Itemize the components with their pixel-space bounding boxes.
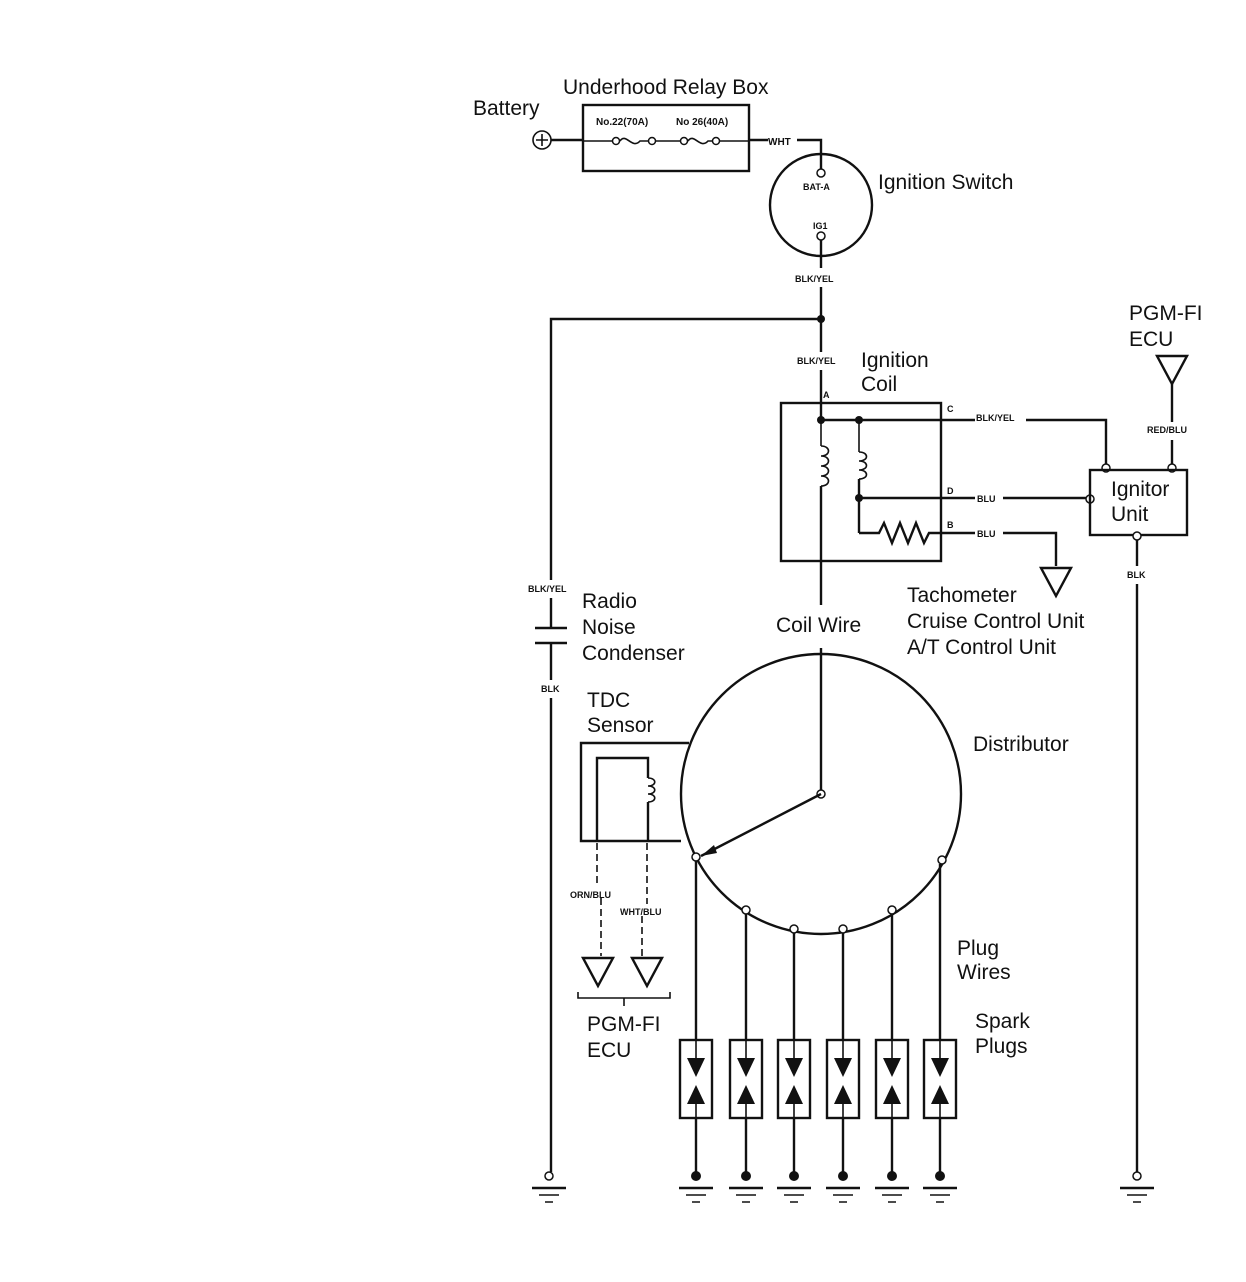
pgmfi-ecu-bottom-triangle-1 xyxy=(580,956,616,989)
radio-noise-condenser xyxy=(535,626,567,645)
blk-yel-wire-label-2: BLK/YEL xyxy=(797,356,836,366)
plug-wires-label-1: Plug xyxy=(957,937,999,960)
spark-plug-set xyxy=(678,861,958,1203)
spark-plug-3-ground-dot xyxy=(789,1171,799,1181)
fuse-22-label: No.22(70A) xyxy=(596,117,648,128)
ignitor-unit-label-1: Ignitor xyxy=(1111,478,1169,501)
coil-terminal-a: A xyxy=(823,390,830,400)
spark-plug-2-ground-dot xyxy=(741,1171,751,1181)
coil-terminal-d: D xyxy=(947,486,954,496)
pgmfi-ecu-bottom-label-1: PGM-FI xyxy=(587,1013,661,1036)
ignition-coil-label-1: Ignition xyxy=(861,349,929,372)
blk-yel-c-wire-label: BLK/YEL xyxy=(976,413,1015,423)
spark-plug-3-lower-arrow xyxy=(785,1085,803,1104)
blu-b-wire-label: BLU xyxy=(977,529,996,539)
spark-plug-4-upper-arrow xyxy=(834,1058,852,1077)
ground-symbol-plug-4-lines xyxy=(833,1194,853,1203)
orn-blu-wire-label: ORN/BLU xyxy=(570,890,611,900)
relay-box-label: Underhood Relay Box xyxy=(563,76,769,99)
spark-plugs-label-2: Plugs xyxy=(975,1035,1028,1058)
ground-symbol-ignitor xyxy=(1120,1171,1154,1203)
ground-symbol-plug-1-lines xyxy=(686,1194,706,1203)
ignition-coil-label-2: Coil xyxy=(861,373,897,396)
fuse-26-label: No 26(40A) xyxy=(676,117,728,128)
underhood-relay-box: No.22(70A) No 26(40A) xyxy=(581,103,751,173)
tachometer-connector-triangle xyxy=(1038,566,1074,599)
battery-terminal xyxy=(532,130,583,150)
blu-d-wire-label: BLU xyxy=(977,494,996,504)
pgmfi-ecu-top-triangle xyxy=(1154,354,1190,387)
wht-blu-wire-label: WHT/BLU xyxy=(620,907,662,917)
coil-terminal-b: B xyxy=(947,520,954,530)
ig1-terminal-label: IG1 xyxy=(813,221,828,231)
ground-symbol-plug-3-lines xyxy=(784,1194,804,1203)
blk-yel-wire-label-1: BLK/YEL xyxy=(795,274,834,284)
tdc-label-2: Sensor xyxy=(587,714,654,737)
ground-symbol-plug-6-lines xyxy=(930,1194,950,1203)
bat-a-terminal-label: BAT-A xyxy=(803,182,830,192)
ground-symbol-plug-2-lines xyxy=(736,1194,756,1203)
spark-plug-6-ground-dot xyxy=(935,1171,945,1181)
blk-yel-left-wire-label: BLK/YEL xyxy=(528,584,567,594)
spark-plug-2-lower-arrow xyxy=(737,1085,755,1104)
blk-left-wire-label: BLK xyxy=(541,684,560,694)
radio-label-1: Radio xyxy=(582,590,637,613)
spark-plug-6-lower-arrow xyxy=(931,1085,949,1104)
spark-plug-1-lower-arrow xyxy=(687,1085,705,1104)
tdc-label-1: TDC xyxy=(587,689,630,712)
spark-plug-5-lower-arrow xyxy=(883,1085,901,1104)
spark-plug-5-upper-arrow xyxy=(883,1058,901,1077)
pgmfi-ecu-top-label-1: PGM-FI xyxy=(1129,302,1203,325)
spark-plug-4-ground-dot xyxy=(838,1171,848,1181)
spark-plug-2-upper-arrow xyxy=(737,1058,755,1077)
spark-plug-5-ground-dot xyxy=(887,1171,897,1181)
spark-plug-1-ground-dot xyxy=(691,1171,701,1181)
ignition-switch-label: Ignition Switch xyxy=(878,171,1013,194)
tachometer-label: Tachometer xyxy=(907,584,1017,607)
pgmfi-ecu-top-label-2: ECU xyxy=(1129,328,1173,351)
pgmfi-ecu-bottom-triangle-2 xyxy=(629,956,665,989)
radio-label-2: Noise xyxy=(582,616,636,639)
spark-plug-3-upper-arrow xyxy=(785,1058,803,1077)
coil-terminal-c: C xyxy=(947,404,954,414)
spark-plug-6-upper-arrow xyxy=(931,1058,949,1077)
spark-plug-1-upper-arrow xyxy=(687,1058,705,1077)
spark-plugs-label-1: Spark xyxy=(975,1010,1030,1033)
radio-label-3: Condenser xyxy=(582,642,685,665)
distributor-label: Distributor xyxy=(973,733,1069,756)
cruise-control-label: Cruise Control Unit xyxy=(907,610,1085,633)
wht-wire-label: WHT xyxy=(768,137,791,148)
ground-symbol-plug-5-lines xyxy=(882,1194,902,1203)
battery-label: Battery xyxy=(473,97,540,120)
red-blu-wire-label: RED/BLU xyxy=(1147,425,1187,435)
plug-wires-label-2: Wires xyxy=(957,961,1011,984)
distributor xyxy=(679,652,963,936)
blk-ignitor-wire-label: BLK xyxy=(1127,570,1146,580)
ignitor-unit-label-2: Unit xyxy=(1111,503,1149,526)
at-control-label: A/T Control Unit xyxy=(907,636,1056,659)
pgmfi-ecu-bottom-label-2: ECU xyxy=(587,1039,631,1062)
ground-symbol-condenser xyxy=(532,1171,566,1203)
coil-wire-label: Coil Wire xyxy=(776,614,861,637)
spark-plug-4-lower-arrow xyxy=(834,1085,852,1104)
tdc-sensor xyxy=(579,741,689,843)
ignition-coil xyxy=(779,401,943,563)
